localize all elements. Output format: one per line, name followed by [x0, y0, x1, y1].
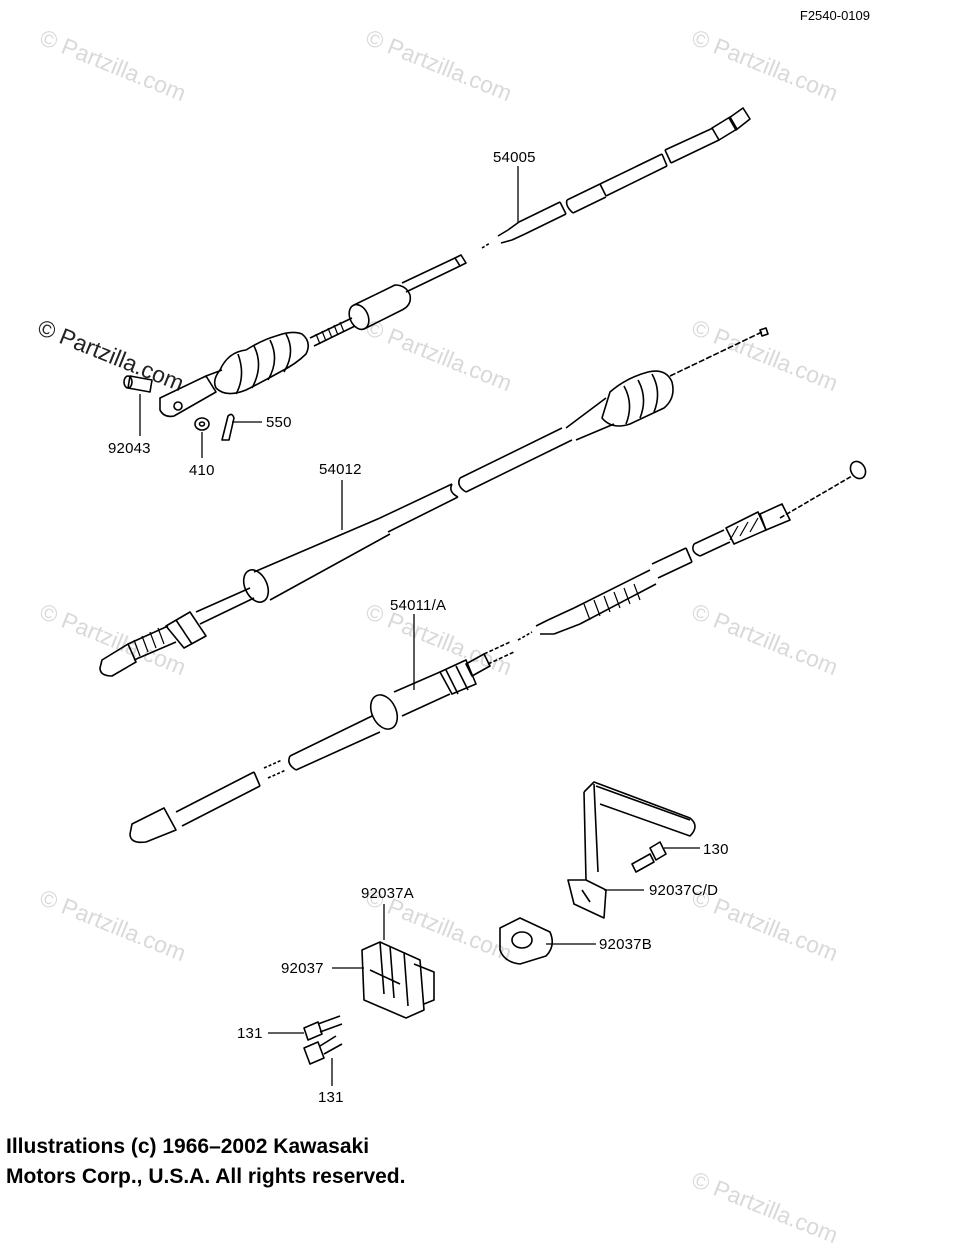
copyright-line-1: Illustrations (c) 1966–2002 Kawasaki: [6, 1135, 370, 1158]
callout-92037b: 92037B: [599, 936, 652, 953]
bolt-130: [631, 841, 667, 873]
copyright-notice: Illustrations (c) 1966–2002 Kawasaki Mot…: [6, 1132, 405, 1192]
diagram-drawing: [99, 107, 867, 1086]
leader-lines: [139, 166, 700, 1086]
cable-54011: [129, 460, 867, 844]
parts-diagram: © Partzilla.com © Partzilla.com © Partzi…: [6, 8, 870, 1248]
callout-550: 550: [266, 414, 292, 431]
pin-92043: [123, 375, 153, 393]
cable-54005: [159, 107, 751, 418]
diagram-code: F2540-0109: [799, 8, 870, 23]
clamp-92037b: [499, 917, 554, 965]
bolt-131-lower: [303, 1035, 343, 1065]
callout-92043: 92043: [108, 440, 151, 457]
washer-410: [194, 417, 210, 431]
callout-131-lower: 131: [318, 1089, 344, 1106]
callout-131-upper: 131: [237, 1025, 263, 1042]
callout-54005: 54005: [493, 149, 536, 166]
callout-92037cd: 92037C/D: [649, 882, 719, 899]
bracket-92037cd: [567, 781, 696, 919]
copyright-line-2: Motors Corp., U.S.A. All rights reserved…: [6, 1165, 406, 1188]
callout-92037: 92037: [281, 960, 324, 977]
callout-54012: 54012: [319, 461, 362, 478]
callout-130: 130: [703, 841, 729, 858]
callout-54011a: 54011/A: [390, 597, 447, 614]
callout-92037a: 92037A: [361, 885, 414, 902]
clamp-92037a: [361, 941, 435, 1019]
bolt-131-upper: [303, 1015, 343, 1041]
callout-410: 410: [189, 462, 215, 479]
cotter-pin-550: [221, 413, 235, 441]
cable-54012: [99, 327, 769, 677]
